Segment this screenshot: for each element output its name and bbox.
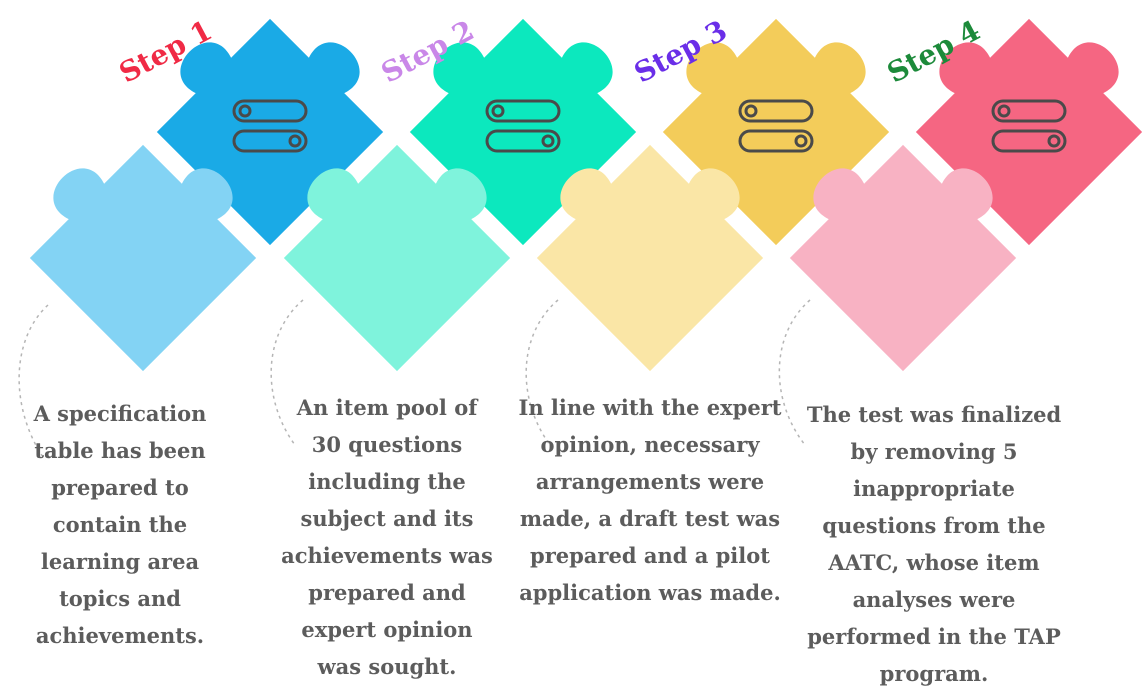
toggle-switch-icon (485, 99, 561, 153)
toggle-icons (232, 99, 1067, 153)
step-description-1: A specification table has been prepared … (33, 401, 207, 648)
connector-line-step-4 (778, 299, 811, 446)
connector-line-step-2 (270, 299, 304, 446)
connector-line-step-3 (525, 299, 559, 446)
toggle-switch-icon (991, 99, 1067, 153)
step-description-4: The test was finalized by removing 5 ina… (806, 402, 1062, 686)
step-description-2: An item pool of 30 questions including t… (281, 395, 493, 679)
toggle-switch-icon (738, 99, 814, 153)
toggle-switch-icon (232, 99, 308, 153)
step-description-3: In line with the expert opinion, necessa… (518, 395, 782, 605)
connector-line-step-1 (18, 304, 49, 461)
connector-lines (18, 299, 811, 461)
